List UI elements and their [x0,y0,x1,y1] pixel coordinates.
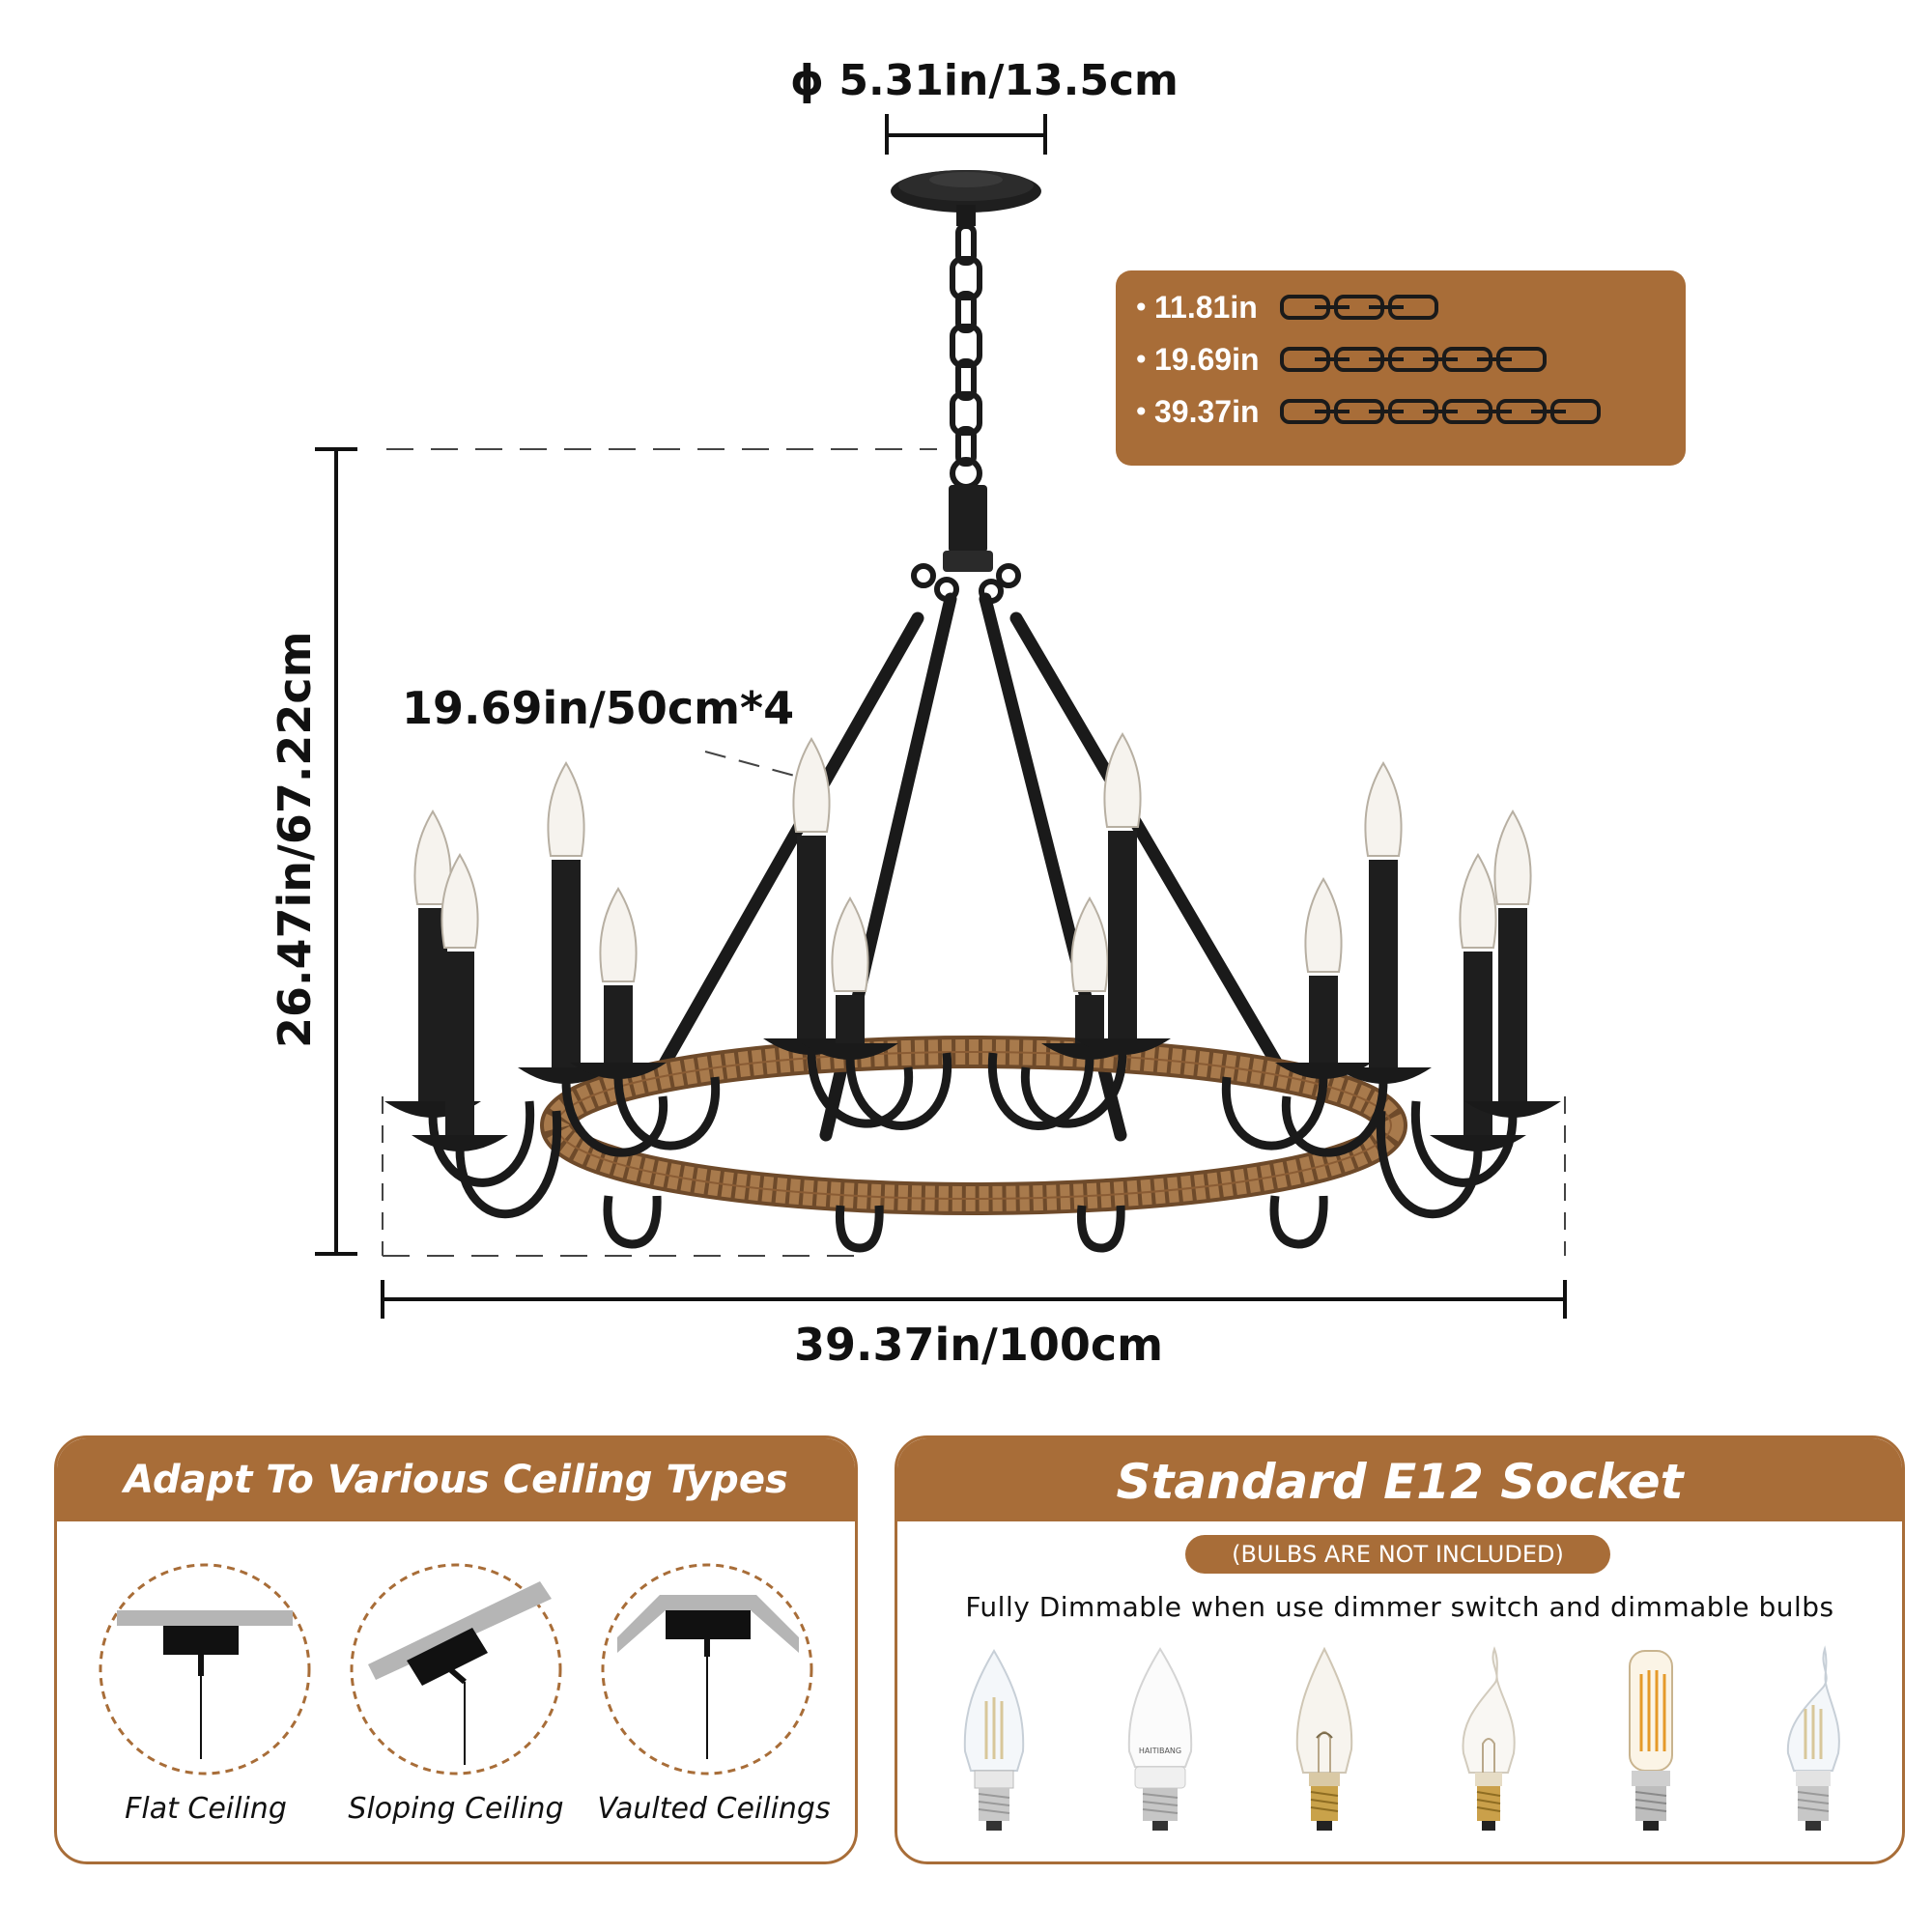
candle-arm [763,737,914,1128]
dimmable-note: Fully Dimmable when use dimmer switch an… [965,1591,1834,1623]
vaulted-ceiling-label: Vaulted Ceilings [597,1792,831,1826]
flame-tip-bulb-icon [1462,1646,1516,1831]
candle-arm [1221,877,1372,1151]
canopy-dimension-line [885,114,1047,155]
chain-option-1: • 11.81in [1133,286,1684,328]
ring-hooks [603,1195,1328,1253]
candle-arms [384,732,1561,1219]
rod-annotation-leader [704,751,803,779]
chain-links-icon [1280,347,1547,372]
candle-arm [802,896,952,1130]
chain-links-icon [1280,399,1601,424]
chain-link [1388,295,1438,320]
vaulted-ceiling-icon [598,1560,816,1778]
height-dimension-line [315,447,1566,1257]
candle-arm [1020,732,1171,1128]
chain-length-panel: • 11.81in • 19.69in • 39.37in [1116,270,1686,466]
chain-length-label: 39.37in [1154,393,1260,429]
candle-arm [518,761,668,1157]
candle-arm [1410,810,1561,1187]
candle-arm [987,896,1138,1130]
ceiling-canopy [891,170,1041,226]
width-dimension-line [381,1280,1567,1319]
candle-arm [412,853,562,1219]
hanging-chain [950,223,982,490]
frosted-led-candle-bulb-icon: HAITIBANG [1127,1647,1193,1831]
rod-length-label: 19.69in/50cm*4 [402,682,795,734]
height-label: 26.47in/67.22cm [269,631,321,1048]
bullet-icon: • [1133,395,1150,428]
candle-arm [1281,761,1432,1157]
wood-ring [540,1036,1407,1215]
bullet-icon: • [1133,343,1150,376]
ceiling-panel-title: Adapt To Various Ceiling Types [57,1438,855,1521]
bullet-icon: • [1133,291,1150,324]
chain-length-label: 11.81in [1154,289,1258,325]
canopy-diameter-label: ϕ 5.31in/13.5cm [790,56,1179,105]
socket-panel-title: Standard E12 Socket [897,1438,1902,1521]
width-label: 39.37in/100cm [794,1319,1164,1371]
ceiling-types-panel: Adapt To Various Ceiling Types Flat Ceil… [54,1435,858,1864]
led-flame-tip-bulb-icon [1786,1645,1840,1831]
bulb-brand-text: HAITIBANG [1139,1747,1181,1755]
clear-incandescent-candle-bulb-icon [1295,1646,1353,1831]
chain-length-label: 19.69in [1154,341,1260,377]
chain-option-2: • 19.69in [1133,338,1684,381]
chain-link [1496,347,1547,372]
chain-links-icon [1280,295,1438,320]
sloping-ceiling-label: Sloping Ceiling [348,1792,564,1826]
chain-link [1550,399,1601,424]
chain-option-3: • 39.37in [1133,390,1684,433]
socket-panel: Standard E12 Socket (BULBS ARE NOT INCLU… [895,1435,1905,1864]
flat-ceiling-icon [96,1560,314,1778]
sloping-ceiling-icon [347,1560,565,1778]
flat-ceiling-label: Flat Ceiling [125,1792,287,1826]
center-column [911,485,1021,604]
chandelier-dimension-diagram [315,114,1567,1319]
candle-arm [570,887,721,1151]
tubular-edison-bulb-icon [1629,1650,1673,1831]
bulbs-not-included-badge: (BULBS ARE NOT INCLUDED) [1185,1535,1610,1574]
led-filament-candle-bulb-icon [963,1649,1025,1831]
